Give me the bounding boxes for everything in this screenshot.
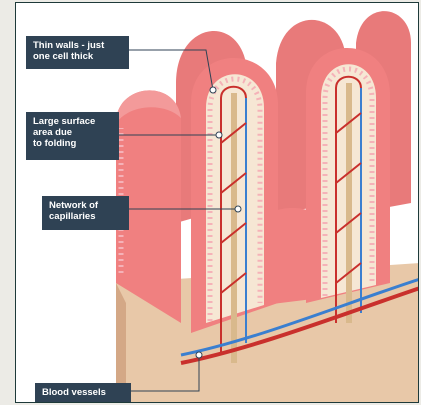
capillaries-label: Network of capillaries <box>42 196 129 230</box>
surface-area-label: Large surface area due to folding <box>26 112 119 160</box>
lacteal <box>346 83 352 323</box>
thin-walls-label: Thin walls - just one cell thick <box>26 36 129 69</box>
blood-vessels-label: Blood vessels <box>35 383 131 403</box>
valley <box>264 208 321 305</box>
diagram-frame: Thin walls - just one cell thick Large s… <box>15 2 419 403</box>
